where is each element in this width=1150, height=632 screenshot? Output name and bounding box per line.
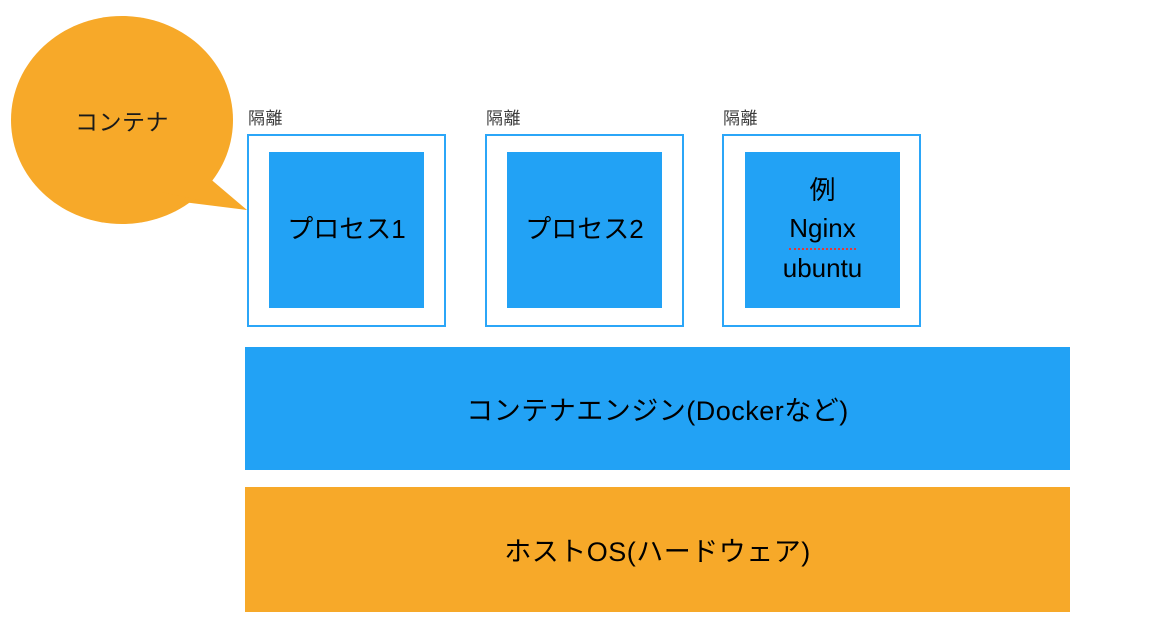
process-box-3-line-1: 例 (809, 174, 836, 205)
container-2: 隔離 プロセス2 (485, 109, 684, 327)
callout-bubble: コンテナ (11, 16, 247, 224)
process-box-2-line-1: プロセス2 (525, 214, 644, 245)
isolation-label-2: 隔離 (486, 109, 521, 128)
host-os-label: ホストOS(ハードウェア) (504, 537, 811, 567)
isolation-label-1: 隔離 (248, 109, 283, 128)
container-1: 隔離 プロセス1 (247, 109, 446, 327)
isolation-label-3: 隔離 (723, 109, 758, 128)
container-engine-label: コンテナエンジン(Dockerなど) (466, 396, 849, 426)
process-box-3-line-2: Nginx (789, 210, 856, 251)
container-engine-layer: コンテナエンジン(Dockerなど) (245, 347, 1070, 470)
process-box-3: 例 Nginx ubuntu (745, 152, 900, 308)
process-box-1: プロセス1 (269, 152, 424, 308)
process-box-2: プロセス2 (507, 152, 662, 308)
process-box-3-line-3: ubuntu (782, 253, 863, 284)
container-3: 隔離 例 Nginx ubuntu (722, 109, 921, 327)
host-os-layer: ホストOS(ハードウェア) (245, 487, 1070, 612)
callout-shape (11, 16, 247, 224)
process-box-1-line-1: プロセス1 (287, 214, 406, 245)
